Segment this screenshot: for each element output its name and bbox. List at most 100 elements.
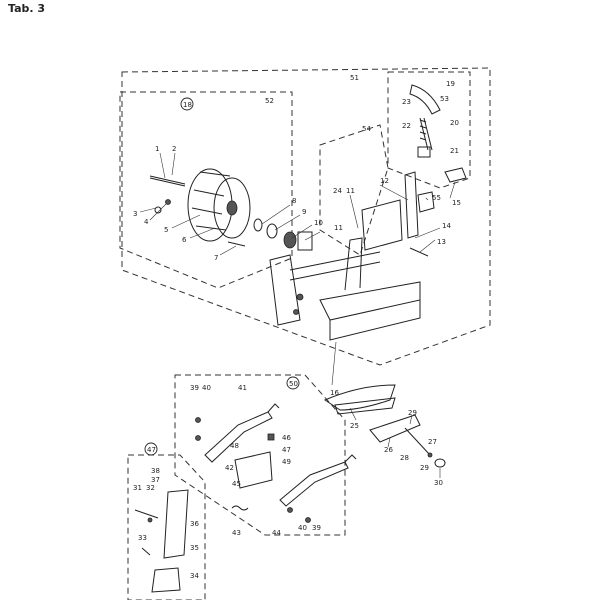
callout-22: 22 [402, 122, 411, 130]
callout-48a: 48 [230, 442, 239, 450]
group-outline-inner [319, 124, 389, 256]
callout-11a: 11 [334, 224, 343, 232]
callout-39a: 39 [190, 384, 199, 392]
callout-26: 26 [384, 446, 393, 454]
ridger-arm-left [204, 411, 273, 463]
callout-labels: 1 2 3 4 5 6 7 8 9 10 11 11 12 13 14 15 1… [133, 80, 461, 580]
group-label-18: 18 [183, 101, 192, 109]
callout-4: 4 [144, 218, 149, 226]
wheel-washer [154, 206, 162, 214]
callout-31: 31 [133, 484, 142, 492]
callout-10: 10 [314, 219, 323, 227]
plow-share [323, 384, 446, 468]
leader-lines [139, 152, 456, 478]
wheel-axle-shaft [149, 177, 186, 187]
lever-sleeve [417, 146, 431, 158]
lever-handle [409, 84, 441, 115]
group-label-52: 52 [265, 97, 274, 105]
group-label-51: 51 [350, 74, 359, 82]
wheel-nut [165, 199, 171, 205]
callout-13: 13 [437, 238, 446, 246]
frame-mount [361, 199, 403, 251]
ridger-arm-right [279, 461, 349, 507]
callout-23: 23 [402, 98, 411, 106]
lever-bolt [409, 247, 429, 257]
wheel-assembly [149, 168, 251, 247]
group-badge-47 [144, 442, 158, 456]
plow-bolt [404, 427, 431, 456]
callout-40a: 40 [202, 384, 211, 392]
callout-20: 20 [450, 119, 459, 127]
group-outline-51 [121, 67, 491, 366]
callout-39b: 39 [312, 524, 321, 532]
callout-46: 46 [282, 434, 291, 442]
callout-24: 24 [333, 187, 342, 195]
ridger-arms [195, 403, 357, 523]
callout-54: 54 [362, 125, 371, 133]
page-title: Tab. 3 [8, 2, 46, 15]
group-badge-18 [180, 97, 194, 111]
group-outline-52 [119, 91, 293, 289]
callout-55: 55 [432, 194, 441, 202]
frame-post [344, 237, 363, 291]
callout-2: 2 [172, 145, 176, 153]
group-outline-53 [387, 71, 471, 189]
callout-19: 19 [446, 80, 455, 88]
wheel-hub [226, 200, 238, 216]
wheel-bolt [227, 241, 246, 247]
lever-assembly [404, 84, 467, 257]
lever-arm [404, 171, 419, 239]
callout-16: 16 [330, 389, 339, 397]
callout-27: 27 [428, 438, 437, 446]
callout-53: 53 [440, 95, 449, 103]
callout-3: 3 [133, 210, 137, 218]
callout-47: 47 [282, 446, 291, 454]
callout-12: 12 [380, 177, 389, 185]
callout-45: 45 [232, 480, 241, 488]
callout-33: 33 [138, 534, 147, 542]
callout-29a: 29 [408, 409, 417, 417]
callout-8: 8 [292, 197, 296, 205]
callout-41: 41 [238, 384, 247, 392]
hub-parts [253, 218, 313, 251]
ridger-spring [231, 505, 249, 511]
callout-43: 43 [232, 529, 241, 537]
frame-base-plate [319, 281, 421, 321]
callout-44: 44 [272, 529, 281, 537]
tine-foot [151, 567, 181, 593]
lever-spring [419, 117, 433, 151]
callout-7: 7 [214, 254, 218, 262]
group-label-50: 50 [289, 380, 298, 388]
callout-34: 34 [190, 572, 199, 580]
tine-assembly [134, 489, 189, 593]
callout-6: 6 [182, 236, 187, 244]
callout-38: 38 [151, 467, 160, 475]
callout-11b: 11 [346, 187, 355, 195]
callout-35: 35 [190, 544, 199, 552]
callout-40b: 40 [298, 524, 307, 532]
central-frame [269, 199, 421, 341]
callout-1: 1 [155, 145, 159, 153]
callout-37: 37 [151, 476, 160, 484]
callout-36: 36 [190, 520, 199, 528]
plow-nut [434, 458, 446, 468]
callout-32: 32 [146, 484, 155, 492]
ridger-clamp [234, 451, 273, 489]
callout-30: 30 [434, 479, 443, 487]
callout-14: 14 [442, 222, 451, 230]
callout-25: 25 [350, 422, 359, 430]
tine-shank [163, 489, 189, 559]
frame-bracket [269, 254, 301, 326]
wheel-rim [213, 177, 251, 239]
plow-blade [323, 384, 396, 411]
group-badge-50 [286, 376, 300, 390]
group-label-47: 47 [147, 446, 156, 454]
callout-21: 21 [450, 147, 459, 155]
group-outline-50 [174, 374, 346, 536]
lever-bracket [444, 167, 467, 183]
callout-42: 42 [225, 464, 234, 472]
callout-49: 49 [282, 458, 291, 466]
callout-29b: 29 [420, 464, 429, 472]
